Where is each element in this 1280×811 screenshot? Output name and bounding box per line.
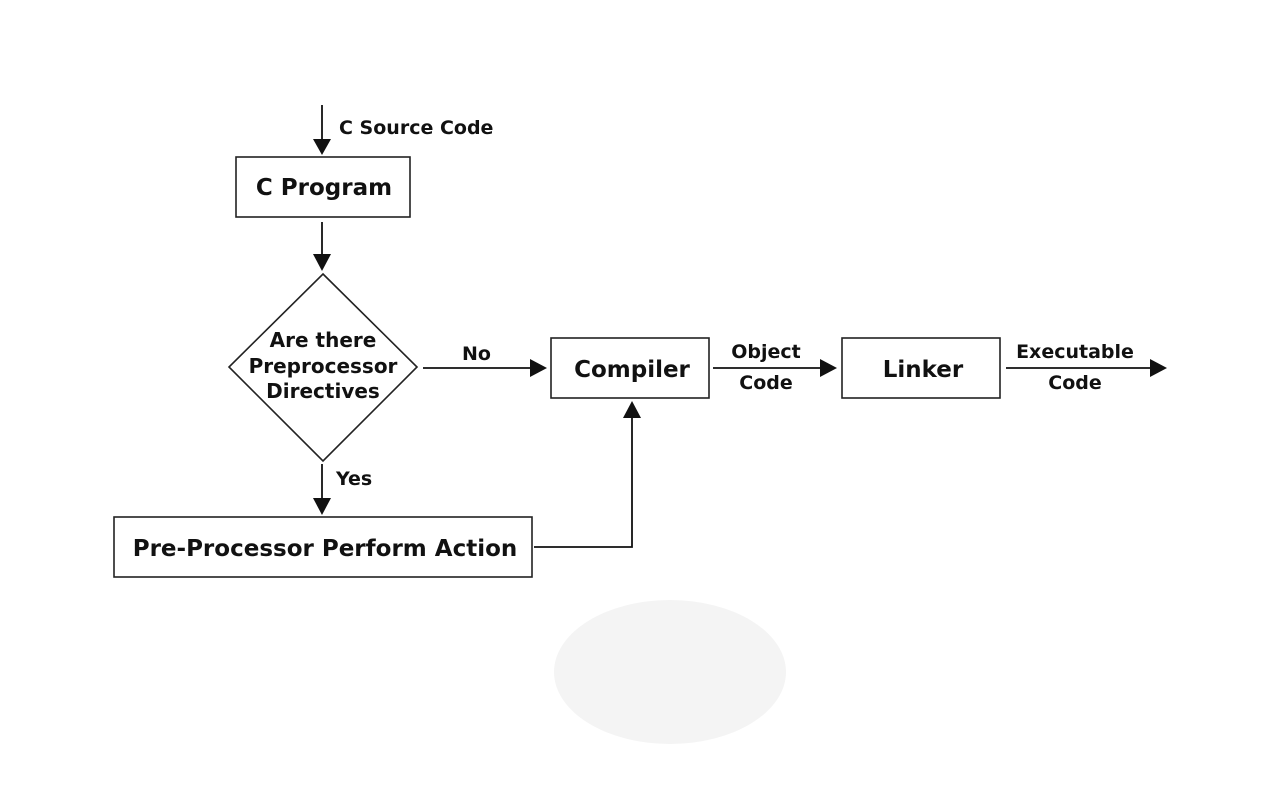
arrow-compiler-to-linker [713,359,837,377]
background-blob [554,600,786,744]
source-code-label: C Source Code [339,117,493,139]
preprocessor-action-label: Pre-Processor Perform Action [133,536,518,562]
c-program-box [235,156,411,218]
arrow-yes-to-preprocessor [313,464,331,515]
arrow-no-to-compiler [423,359,547,377]
executable-code-label-line-1: Executable [1016,341,1134,363]
object-code-label-line-2: Code [739,372,792,394]
preprocessor-decision-diamond [227,272,419,463]
decision-line-2: Preprocessor [249,354,398,378]
arrow-source-to-program [313,105,331,155]
object-code-label-line-1: Object [731,341,801,363]
decision-line-3: Directives [266,379,380,403]
linker-box [841,337,1001,399]
preprocessor-action-box [113,516,533,578]
decision-line-1: Are there [270,328,377,352]
executable-code-label-line-2: Code [1048,372,1101,394]
no-label: No [462,343,491,365]
arrow-preprocessor-to-compiler [534,401,641,548]
linker-label: Linker [883,357,964,383]
compiler-label: Compiler [574,357,690,383]
compiler-box [550,337,710,399]
yes-label: Yes [335,468,372,490]
arrow-linker-to-executable [1006,359,1167,377]
c-program-label: C Program [256,175,392,201]
arrow-program-to-decision [313,222,331,271]
